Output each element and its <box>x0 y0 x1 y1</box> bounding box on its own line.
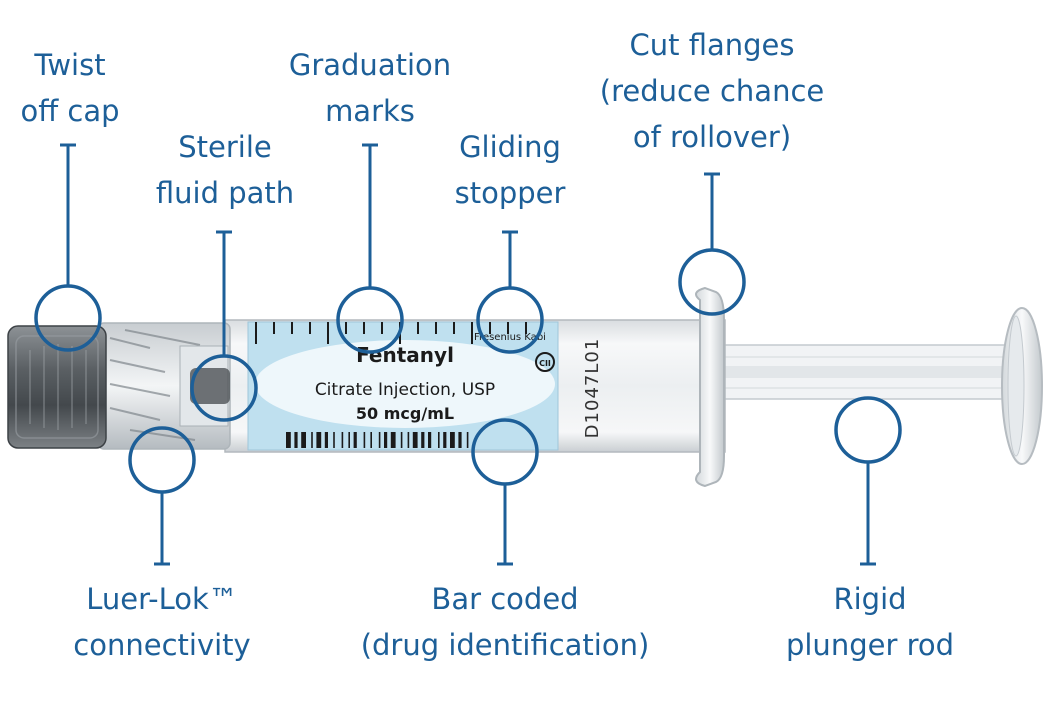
gliding-stopper-label: Gliding stopper <box>430 124 590 216</box>
callout-line: off cap <box>20 94 120 128</box>
gliding-stopper-callout <box>476 230 544 354</box>
bar-coded-label: Bar coded (drug identification) <box>335 576 675 668</box>
barcode-bar <box>384 432 388 448</box>
callout-circle <box>678 248 746 316</box>
sterile-fluid-path-label: Sterile fluid path <box>140 124 310 216</box>
barcode-bar <box>301 432 306 448</box>
callout-circle <box>128 426 196 494</box>
barcode <box>286 432 469 448</box>
cut-flanges-label: Cut flanges (reduce chance of rollover) <box>578 22 846 160</box>
barcode-bar <box>294 432 298 448</box>
barcode-bar <box>333 432 335 448</box>
manufacturer-text: Fresenius Kabi <box>474 332 546 343</box>
sterile-fluid-path-callout <box>190 230 258 422</box>
product-strength: 50 mcg/mL <box>356 404 454 423</box>
callout-line: of rollover) <box>632 120 792 154</box>
callout-markers <box>34 143 902 566</box>
barcode-bar <box>458 432 462 448</box>
callout-line: Twist <box>34 48 106 82</box>
product-subtitle: Citrate Injection, USP <box>315 380 495 400</box>
twist-off-cap-label: Twist off cap <box>8 42 132 134</box>
barcode-bar <box>400 432 403 448</box>
callout-line: Gliding <box>459 130 561 164</box>
callout-circle <box>834 396 902 464</box>
callout-circle <box>34 284 102 352</box>
callout-circle <box>476 286 544 354</box>
barcode-bar <box>348 432 350 448</box>
luer-lok-hub <box>97 322 231 450</box>
callout-line: (drug identification) <box>360 628 650 662</box>
callout-circle <box>471 418 539 486</box>
rigid-plunger-rod-callout <box>834 396 902 566</box>
graduation-marks <box>255 322 527 344</box>
cut-flanges-callout <box>678 172 746 316</box>
graduation-marks-callout <box>336 143 404 354</box>
barcode-bar <box>421 432 425 448</box>
barcode-bar <box>341 432 344 448</box>
callout-circle <box>336 286 404 354</box>
barcode-bar <box>316 432 322 448</box>
callout-line: Graduation <box>288 48 452 82</box>
barcode-bar <box>353 432 357 448</box>
plunger-rod <box>714 307 1043 465</box>
callout-line: marks <box>325 94 415 128</box>
barcode-bar <box>438 432 440 448</box>
product-label: Fentanyl Citrate Injection, USP 50 mcg/m… <box>247 321 559 451</box>
lot-code: D1047L01 <box>582 338 603 439</box>
luer-lok-label: Luer-Lok™ connectivity <box>52 576 272 668</box>
barcode-bar <box>443 432 447 448</box>
barcode-bar <box>428 432 432 448</box>
product-name: Fentanyl <box>356 343 454 367</box>
callout-line: fluid path <box>155 176 295 210</box>
callout-line: (reduce chance <box>599 74 825 108</box>
callout-line: stopper <box>454 176 566 210</box>
svg-text:CII: CII <box>539 359 551 368</box>
finger-flange <box>695 286 725 488</box>
barcode-bar <box>450 432 455 448</box>
callout-line: connectivity <box>73 628 251 662</box>
barcode-bar <box>370 432 372 448</box>
barcode-bar <box>412 432 418 448</box>
twist-off-cap <box>7 325 107 449</box>
barcode-bar <box>390 432 396 448</box>
callout-line: Cut flanges <box>629 28 795 62</box>
callout-line: Sterile <box>178 130 272 164</box>
callout-line: Rigid <box>833 582 907 616</box>
barcode-bar <box>363 432 366 448</box>
schedule-ii-mark: CII <box>535 352 555 372</box>
graduation-marks-label: Graduation marks <box>270 42 470 134</box>
rigid-plunger-rod-label: Rigid plunger rod <box>760 576 980 668</box>
barcode-bar <box>378 432 381 448</box>
callout-line: Bar coded <box>431 582 579 616</box>
barcode-bar <box>311 432 313 448</box>
barcode-bar <box>324 432 328 448</box>
barcode-bar <box>286 432 291 448</box>
bar-coded-callout <box>471 418 539 566</box>
callout-line: plunger rod <box>785 628 955 662</box>
callout-circle <box>190 354 258 422</box>
barcode-bar <box>466 432 469 448</box>
callout-line: Luer-Lok™ <box>86 582 238 616</box>
twist-off-cap-callout <box>34 143 102 352</box>
barcode-bar <box>407 432 410 448</box>
luer-lok-callout <box>128 426 196 566</box>
